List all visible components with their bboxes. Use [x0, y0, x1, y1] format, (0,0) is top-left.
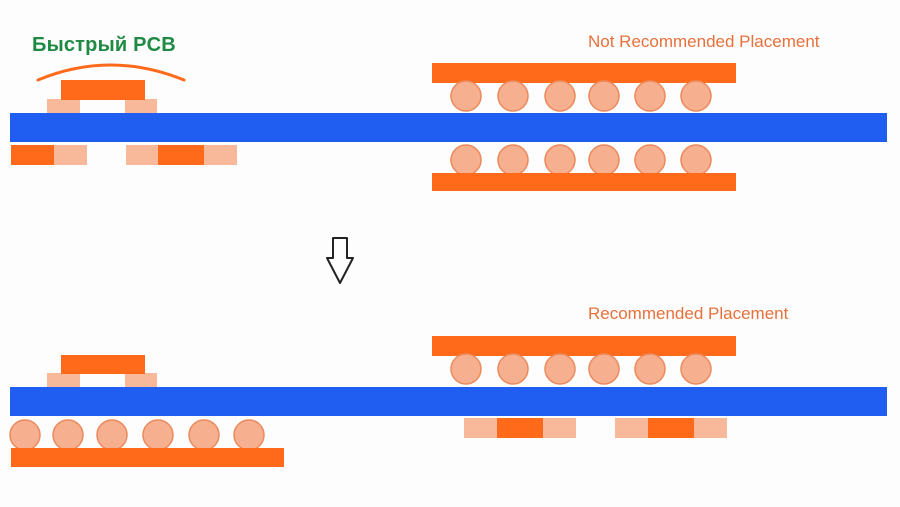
bottom-right-bottom-component-b [648, 418, 694, 438]
bottom-left-ball [188, 419, 220, 451]
top-right-top-ball [588, 80, 620, 112]
top-right-bottom-ball [634, 144, 666, 176]
top-right-top-ball [450, 80, 482, 112]
bottom-right-top-ball [544, 353, 576, 385]
bottom-left-ball [9, 419, 41, 451]
logo-arc [36, 63, 186, 82]
top-right-bottom-component [432, 173, 736, 191]
not-recommended-caption: Not Recommended Placement [588, 32, 820, 51]
top-right-bottom-ball [544, 144, 576, 176]
bottom-right-bottom-component-a [497, 418, 543, 438]
top-right-bottom-ball [497, 144, 529, 176]
down-arrow-icon [326, 237, 354, 284]
top-left-bottom-pad-a1 [54, 145, 87, 165]
top-left-bottom-component-a [11, 145, 54, 165]
recommended-caption: Recommended Placement [588, 304, 789, 323]
bottom-right-bottom-pad-b2 [694, 418, 727, 438]
bottom-left-ball [142, 419, 174, 451]
bottom-right-top-ball [680, 353, 712, 385]
bottom-right-top-ball [588, 353, 620, 385]
top-panel [10, 63, 887, 191]
bottom-left-top-pad-right [125, 373, 157, 387]
top-right-top-ball [544, 80, 576, 112]
top-right-top-ball [680, 80, 712, 112]
top-left-top-component [61, 80, 145, 100]
bottom-left-ball [96, 419, 128, 451]
bottom-right-top-ball [450, 353, 482, 385]
top-left-top-pad-right [125, 99, 157, 113]
top-right-top-ball [634, 80, 666, 112]
bottom-right-bottom-pad-a1 [464, 418, 497, 438]
top-left-bottom-component-b [158, 145, 204, 165]
top-right-top-component [432, 63, 736, 83]
bottom-left-ball [233, 419, 265, 451]
bottom-right-top-ball [634, 353, 666, 385]
bottom-right-bottom-pad-a2 [543, 418, 576, 438]
bottom-right-top-component [432, 336, 736, 356]
bottom-left-top-component [61, 355, 145, 374]
bottom-board [10, 387, 887, 416]
top-right-bottom-ball [588, 144, 620, 176]
bottom-panel [9, 336, 887, 467]
top-right-bottom-ball [450, 144, 482, 176]
bottom-left-ball [52, 419, 84, 451]
bottom-left-bottom-component [11, 448, 284, 467]
transition-arrow [326, 237, 354, 284]
bottom-right-bottom-pad-b1 [615, 418, 648, 438]
top-right-bottom-ball [680, 144, 712, 176]
top-left-top-pad-left [47, 99, 80, 113]
brand-logo: Быстрый PCB [32, 34, 176, 56]
bottom-left-top-pad-left [47, 373, 80, 387]
top-right-top-ball [497, 80, 529, 112]
top-left-bottom-pad-b2 [204, 145, 237, 165]
top-left-bottom-pad-a2 [126, 145, 158, 165]
top-board [10, 113, 887, 142]
bottom-right-top-ball [497, 353, 529, 385]
